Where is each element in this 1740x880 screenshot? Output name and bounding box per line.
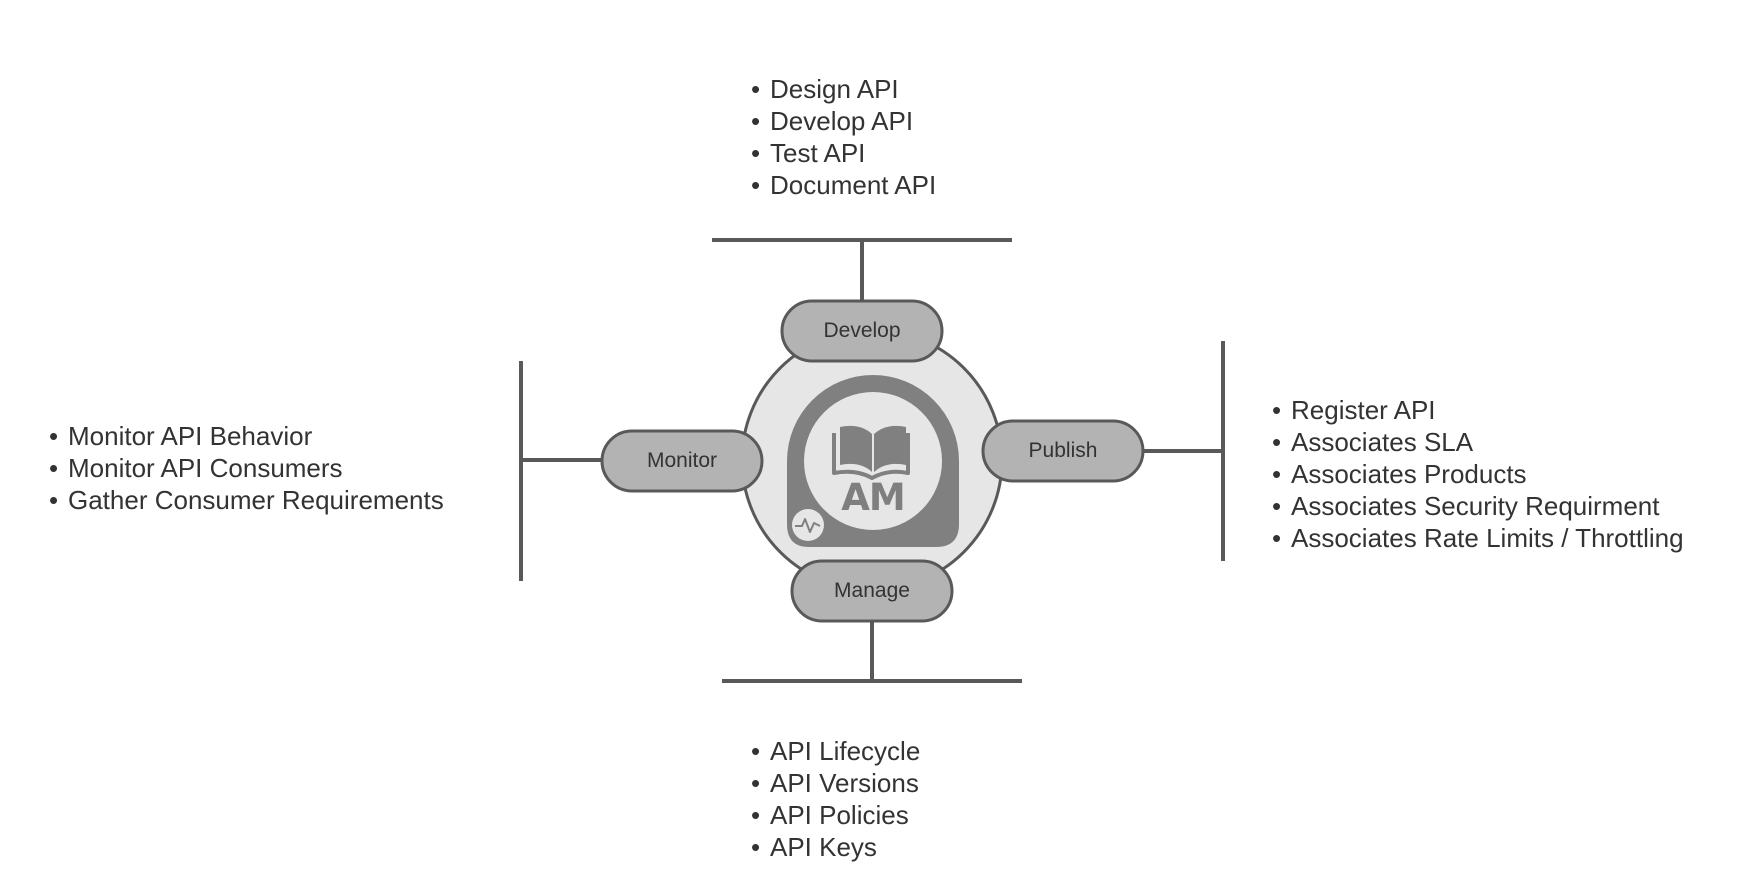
list-item: Document API xyxy=(751,169,936,201)
manage-pill[interactable] xyxy=(790,559,954,623)
heartbeat-icon xyxy=(795,518,821,533)
list-item: API Policies xyxy=(751,799,920,831)
list-item: Associates SLA xyxy=(1272,426,1684,458)
stage-monitor[interactable]: Monitor xyxy=(600,429,764,493)
list-item: Design API xyxy=(751,73,936,105)
publish-task-list: Register API Associates SLA Associates P… xyxy=(1272,394,1684,554)
am-logo: AM xyxy=(787,375,959,547)
manage-task-list: API Lifecycle API Versions API Policies … xyxy=(751,735,920,863)
list-item: API Keys xyxy=(751,831,920,863)
stage-manage[interactable]: Manage xyxy=(790,559,954,623)
list-item: Associates Security Requirment xyxy=(1272,490,1684,522)
list-item: Test API xyxy=(751,137,936,169)
logo-text: AM xyxy=(841,476,904,519)
develop-label: Develop xyxy=(823,319,900,342)
list-item: Associates Products xyxy=(1272,458,1684,490)
develop-task-list: Design API Develop API Test API Document… xyxy=(751,73,936,201)
list-item: Monitor API Behavior xyxy=(49,420,444,452)
monitor-label: Monitor xyxy=(647,449,717,472)
open-book-icon xyxy=(832,425,910,480)
logo-inner-circle xyxy=(804,392,942,530)
publish-pill[interactable] xyxy=(981,419,1145,483)
stage-publish[interactable]: Publish xyxy=(981,419,1145,483)
list-item: API Versions xyxy=(751,767,920,799)
publish-label: Publish xyxy=(1029,439,1098,462)
list-item: Associates Rate Limits / Throttling xyxy=(1272,522,1684,554)
list-item: Gather Consumer Requirements xyxy=(49,484,444,516)
monitor-task-list: Monitor API Behavior Monitor API Consume… xyxy=(49,420,444,516)
list-item: Monitor API Consumers xyxy=(49,452,444,484)
connector-lines xyxy=(519,238,1225,683)
stage-develop[interactable]: Develop xyxy=(780,299,944,363)
monitor-pill[interactable] xyxy=(600,429,764,493)
list-item: Develop API xyxy=(751,105,936,137)
manage-label: Manage xyxy=(834,579,910,602)
list-item: Register API xyxy=(1272,394,1684,426)
list-item: API Lifecycle xyxy=(751,735,920,767)
develop-pill[interactable] xyxy=(780,299,944,363)
